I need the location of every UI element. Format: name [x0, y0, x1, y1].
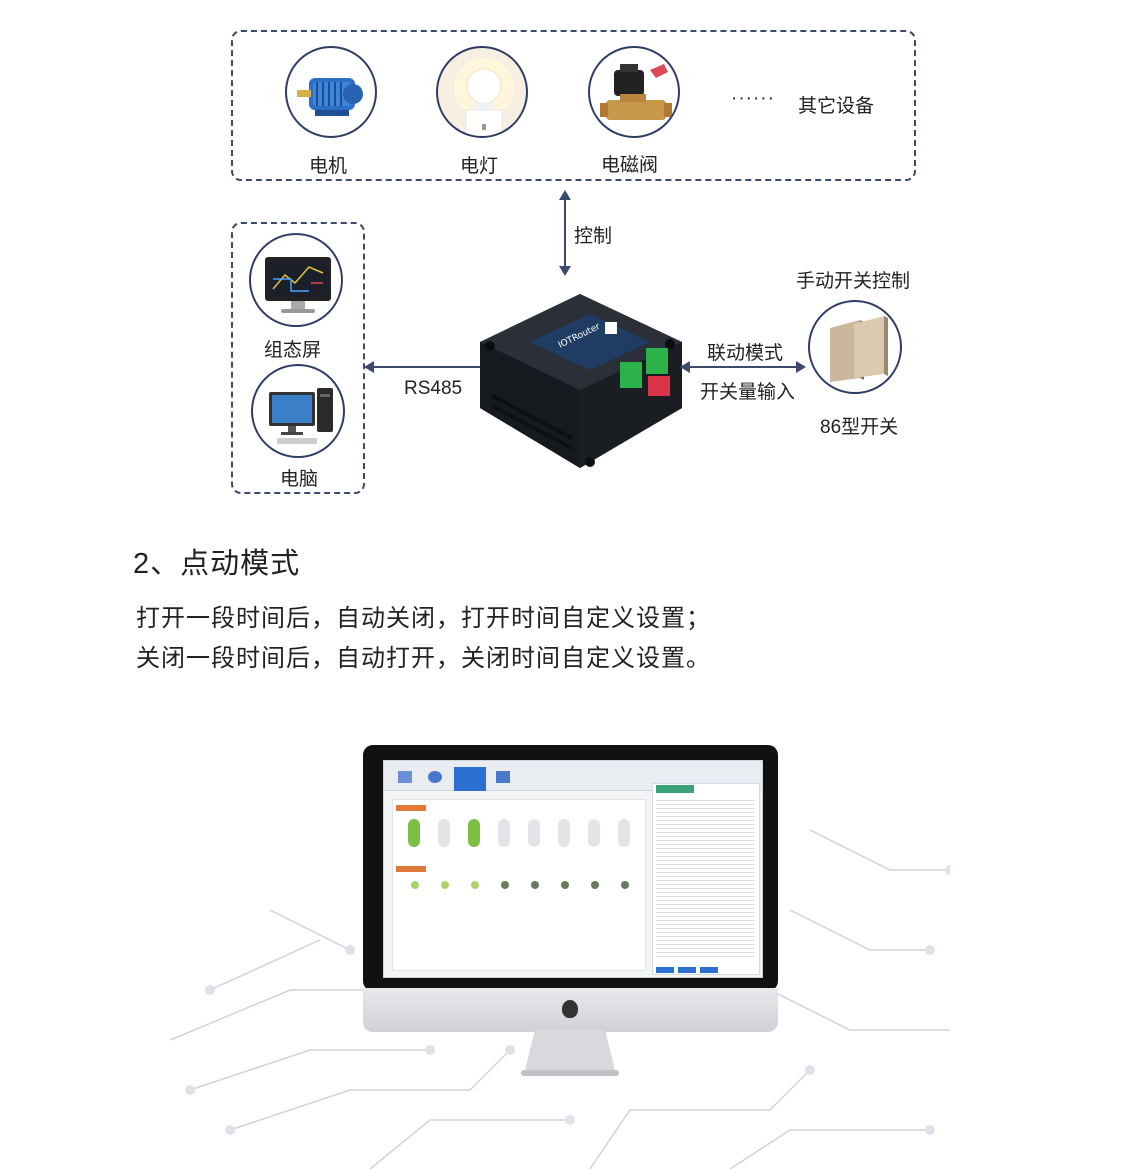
tab-logic[interactable]: [428, 771, 442, 783]
monitor-stand: [521, 1030, 619, 1076]
link-mode-label: 联动模式: [707, 343, 784, 364]
di-led-3: [471, 881, 479, 889]
pc-label: 电脑: [280, 469, 319, 490]
log-lines: [656, 797, 754, 957]
do-toggle-7[interactable]: [588, 819, 600, 847]
di-led-1: [411, 881, 419, 889]
log-header-button[interactable]: [656, 785, 694, 793]
log-save-button[interactable]: [700, 967, 718, 973]
do-toggle-1[interactable]: [408, 819, 420, 847]
switch-type-label: 86型开关: [820, 417, 899, 438]
hmi-monitor-icon: [249, 233, 343, 327]
log-clear-button[interactable]: [678, 967, 696, 973]
do-toggle-8[interactable]: [618, 819, 630, 847]
solenoid-valve-icon: [588, 46, 680, 138]
controlled-devices-group: [231, 30, 916, 181]
desktop-computer-icon: [251, 364, 345, 458]
di-section-tag: [396, 866, 426, 872]
di-led-2: [441, 881, 449, 889]
control-arrow: [559, 190, 571, 276]
host-devices-group: [231, 222, 365, 494]
tab-debug[interactable]: [496, 771, 510, 783]
motor-icon: [285, 46, 377, 138]
description-line-2: 关闭一段时间后，自动打开，关闭时间自定义设置。: [136, 645, 711, 672]
tab-basic[interactable]: [398, 771, 412, 783]
ellipsis-text: ······: [731, 88, 775, 109]
do-toggle-5[interactable]: [528, 819, 540, 847]
other-devices-label: 其它设备: [798, 96, 875, 117]
di-led-5: [531, 881, 539, 889]
tab-monitor[interactable]: [454, 767, 486, 791]
switch-input-label: 开关量输入: [700, 382, 796, 403]
do-section-tag: [396, 805, 426, 811]
rs485-label: RS485: [404, 378, 463, 399]
di-led-8: [621, 881, 629, 889]
do-toggle-3[interactable]: [468, 819, 480, 847]
do-toggle-4[interactable]: [498, 819, 510, 847]
di-led-6: [561, 881, 569, 889]
link-mode-arrow: [680, 361, 806, 373]
di-led-4: [501, 881, 509, 889]
do-panel: [392, 799, 646, 971]
io-controller-device: IOTRouter: [480, 294, 682, 468]
light-bulb-icon: [436, 46, 528, 138]
device-label-motor: 电机: [309, 156, 348, 177]
di-led-7: [591, 881, 599, 889]
description-line-1: 打开一段时间后，自动关闭，打开时间自定义设置；: [136, 605, 711, 632]
log-send-button[interactable]: [656, 967, 674, 973]
config-software-screen: [383, 760, 763, 978]
device-label-valve: 电磁阀: [601, 155, 659, 176]
hmi-label: 组态屏: [264, 340, 322, 361]
device-label-light: 电灯: [460, 156, 499, 177]
control-label: 控制: [574, 226, 613, 247]
section-heading: 2、点动模式: [133, 548, 301, 580]
do-toggle-2[interactable]: [438, 819, 450, 847]
manual-switch-title: 手动开关控制: [796, 271, 911, 292]
wall-switch-icon: [808, 300, 902, 394]
apple-logo-icon: [562, 1000, 578, 1018]
do-toggle-6[interactable]: [558, 819, 570, 847]
